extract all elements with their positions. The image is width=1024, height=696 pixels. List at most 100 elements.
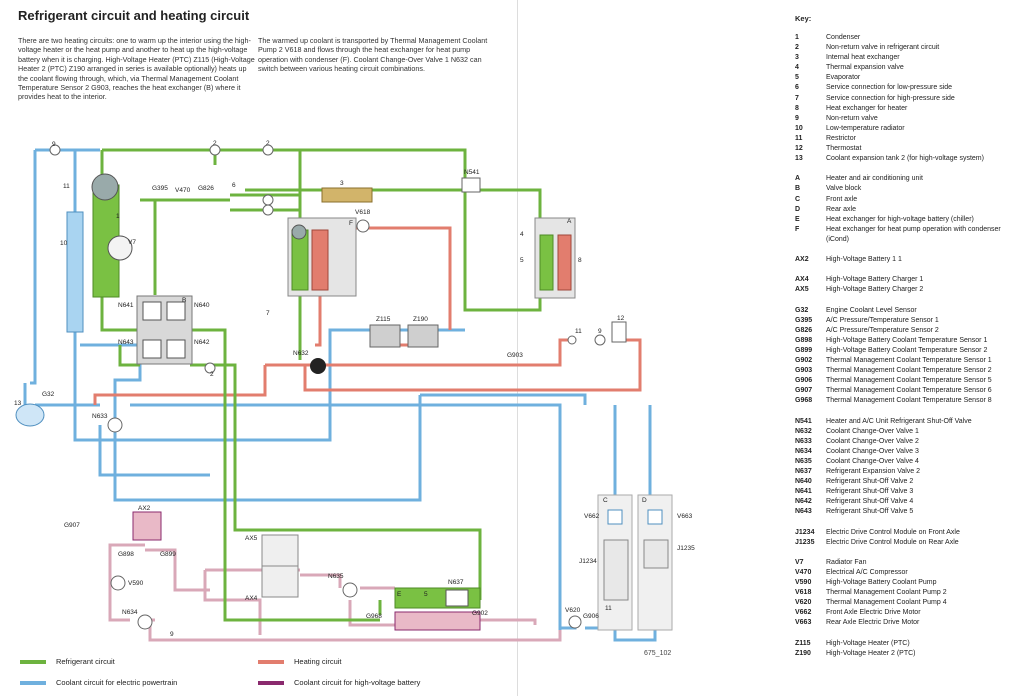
key-code: J1234: [795, 528, 815, 536]
key-desc: Engine Coolant Level Sensor: [826, 306, 917, 314]
key-code: N633: [795, 437, 812, 445]
key-desc: Refrigerant Expansion Valve 2: [826, 468, 921, 476]
key-desc: Heat exchanger for heater: [826, 104, 908, 112]
legend-swatch: [258, 659, 284, 664]
key-desc: High-Voltage Battery Coolant Temperature…: [826, 336, 988, 344]
legend-swatch: [20, 659, 46, 664]
key-code: V590: [795, 579, 812, 587]
key-code: D: [795, 205, 801, 213]
key-desc: Rear Axle Electric Drive Motor: [826, 619, 920, 627]
key-desc: Restrictor: [826, 134, 856, 142]
key-code: N641: [795, 488, 812, 496]
key-item: N640 Refrigerant Shut-Off Valve 2: [795, 477, 1020, 487]
label-F: F: [349, 220, 353, 227]
key-code: E: [795, 215, 800, 223]
label-AX4: AX4: [245, 595, 258, 602]
legend-powertrain-coolant: Coolant circuit for electric powertrain: [20, 678, 177, 687]
label-9b: 9: [598, 328, 602, 335]
key-code: 3: [795, 54, 799, 62]
key-code: N640: [795, 478, 812, 486]
key-code: V470: [795, 568, 812, 576]
key-code: G899: [795, 346, 813, 354]
key-desc: Evaporator: [826, 74, 861, 82]
key-code: V620: [795, 599, 812, 607]
legend-swatch: [20, 680, 46, 685]
key-desc: Heat exchanger for high-voltage battery …: [826, 215, 974, 223]
label-11c: 11: [605, 605, 612, 612]
hv-battery-icon: [132, 511, 162, 541]
key-code: G968: [795, 397, 813, 405]
label-J1234: J1234: [579, 558, 597, 565]
key-desc: High-Voltage Heater 2 (PTC): [826, 649, 916, 657]
key-code: G898: [795, 336, 813, 344]
label-V470: V470: [175, 187, 191, 194]
key-desc: Heater and air conditioning unit: [826, 175, 923, 183]
label-N643: N643: [118, 339, 134, 346]
key-code: A: [795, 175, 801, 183]
key-desc: Electrical A/C Compressor: [826, 568, 908, 576]
battery-pump-icon: [110, 575, 126, 591]
key-gap: [795, 629, 1020, 639]
label-9c: 9: [170, 631, 174, 638]
intro-text-right: The warmed up coolant is transported by …: [258, 36, 488, 74]
label-AX2: AX2: [138, 505, 151, 512]
label-G906: G906: [583, 613, 599, 620]
key-code: 8: [795, 104, 799, 112]
key-desc: Heater and A/C Unit Refrigerant Shut-Off…: [826, 417, 972, 425]
key-code: 1: [795, 34, 799, 41]
key-item: G968 Thermal Management Coolant Temperatu…: [795, 396, 1020, 406]
key-desc: Front axle: [826, 195, 858, 203]
label-G968: G968: [366, 613, 382, 620]
key-desc: Non-return valve in refrigerant circuit: [826, 44, 940, 52]
key-desc: Service connection for high-pressure sid…: [826, 94, 955, 102]
label-V620: V620: [565, 607, 581, 614]
label-7: 7: [266, 310, 270, 317]
key-desc: Coolant expansion tank 2 (for high-volta…: [826, 155, 984, 163]
label-5: 5: [520, 257, 524, 264]
label-N632: N632: [293, 350, 309, 357]
key-code: G32: [795, 306, 809, 314]
label-E: E: [397, 591, 402, 598]
column-divider: [517, 0, 518, 696]
key-desc: Low-temperature radiator: [826, 124, 905, 132]
key-desc: Valve block: [826, 185, 862, 193]
internal-heat-exchanger: [321, 187, 373, 203]
label-A: A: [567, 218, 572, 225]
key-desc: Thermal Management Coolant Temperature S…: [826, 397, 992, 405]
key-desc: Coolant Change-Over Valve 1: [826, 427, 919, 435]
label-N634: N634: [122, 609, 138, 616]
key-item: G32 Engine Coolant Level Sensor: [795, 306, 1020, 316]
key-desc: Thermal Management Coolant Temperature S…: [826, 357, 992, 364]
key-desc: Thermal Management Coolant Temperature S…: [826, 367, 992, 375]
key-desc: Electric Drive Control Module on Rear Ax…: [826, 538, 959, 546]
label-G395: G395: [152, 185, 168, 192]
key-item: A Heater and air conditioning unit: [795, 174, 1020, 184]
key-gap: [795, 295, 1020, 305]
key-desc: Refrigerant Shut-Off Valve 2: [826, 478, 914, 486]
label-B: B: [182, 297, 186, 304]
key-code: N541: [795, 417, 812, 425]
radiator-fan-icon: [107, 235, 133, 261]
label-10: 10: [60, 240, 68, 247]
key-code: Z190: [795, 649, 811, 657]
changeover-valve-icon: [310, 358, 326, 374]
intro-text-left: There are two heating circuits: one to w…: [18, 36, 255, 102]
label-N635: N635: [328, 573, 344, 580]
key-gap: [795, 548, 1020, 558]
label-3: 3: [340, 180, 344, 187]
